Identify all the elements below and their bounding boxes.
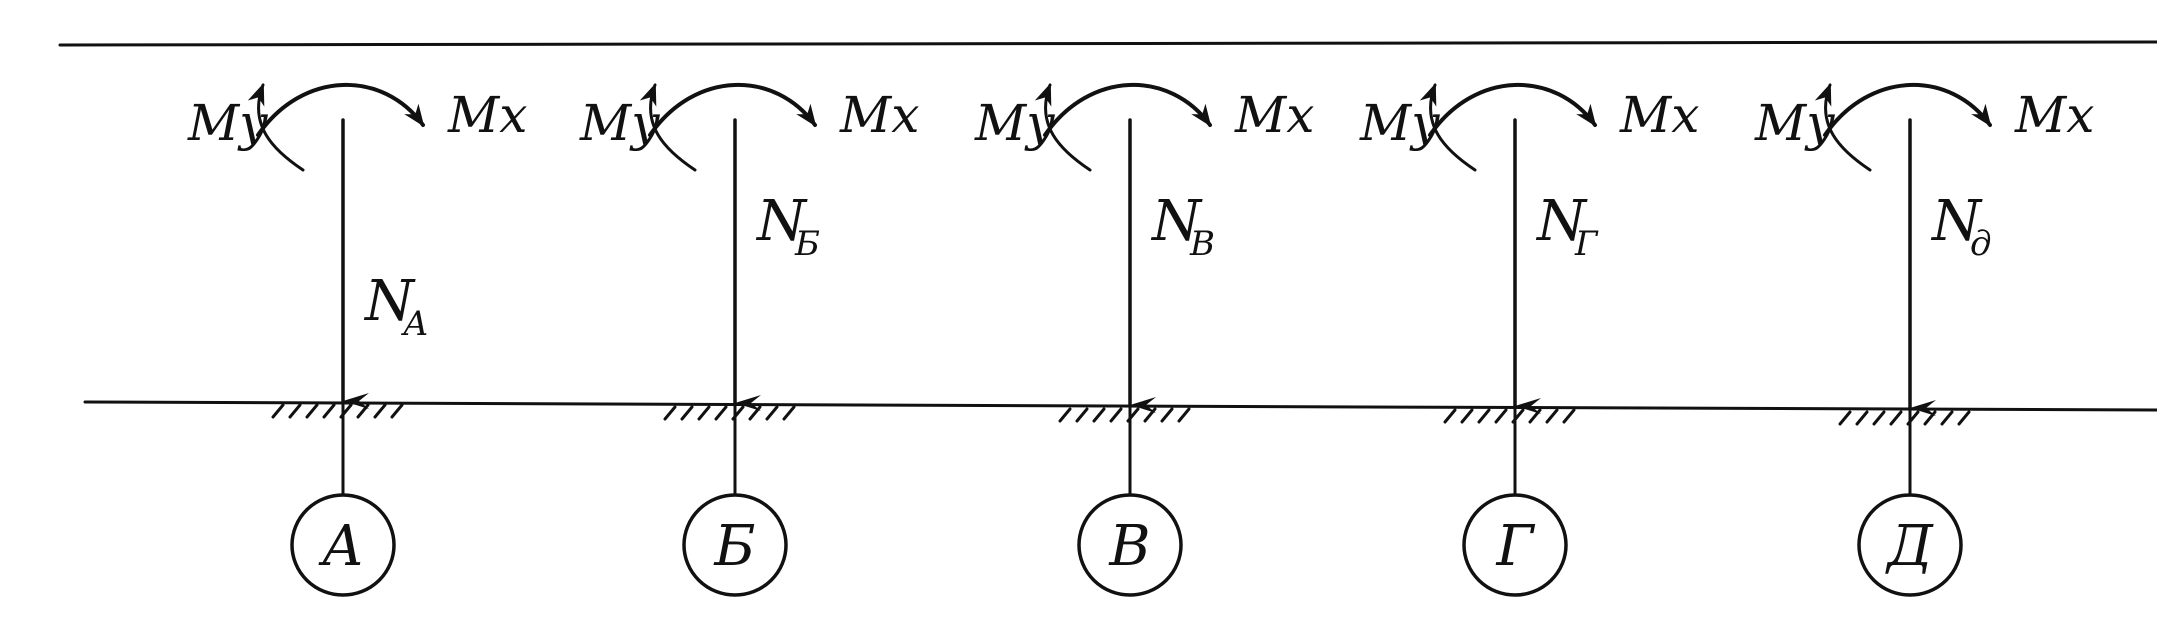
force-subscript: Б bbox=[794, 224, 820, 264]
moment-y-label: My bbox=[1359, 94, 1440, 152]
moment-y-arrow bbox=[1034, 82, 1092, 172]
axis-label: В bbox=[1108, 514, 1150, 579]
axis-circle bbox=[1077, 493, 1183, 597]
moment-x-arrow bbox=[648, 83, 817, 137]
ground-hatching bbox=[1443, 408, 1576, 424]
moment-x-label: Mx bbox=[839, 86, 919, 144]
force-subscript: А bbox=[401, 304, 429, 344]
moment-x-arrow bbox=[256, 83, 425, 137]
moment-y-arrow bbox=[1419, 82, 1477, 172]
moment-y-arrow bbox=[1814, 82, 1872, 172]
ground-hatching bbox=[271, 403, 404, 419]
axis-circle bbox=[290, 493, 396, 597]
force-label: N bbox=[755, 189, 808, 254]
moment-x-arrow bbox=[1043, 83, 1212, 137]
ground-hatching bbox=[663, 405, 796, 421]
moment-x-label: Mx bbox=[1619, 86, 1699, 144]
axis-circle bbox=[682, 493, 788, 597]
axis-label: Б bbox=[713, 514, 755, 579]
ground-hatching bbox=[1058, 407, 1191, 423]
ground-hatching bbox=[1838, 410, 1971, 426]
moment-y-arrow bbox=[639, 82, 697, 172]
force-label: N bbox=[1535, 189, 1588, 254]
force-subscript: В bbox=[1189, 224, 1215, 264]
axis-label: А bbox=[318, 514, 364, 579]
moment-x-arrow bbox=[1428, 83, 1597, 137]
moment-y-label: My bbox=[1754, 94, 1835, 152]
force-subscript: д bbox=[1970, 224, 1992, 264]
force-subscript: Г bbox=[1574, 224, 1599, 264]
moment-x-label: Mx bbox=[2014, 86, 2094, 144]
moment-y-arrow bbox=[247, 82, 305, 172]
axis-label: Г bbox=[1495, 514, 1535, 579]
top-boundary-line bbox=[58, 40, 2157, 47]
moment-y-label: My bbox=[187, 94, 268, 152]
moment-y-label: My bbox=[974, 94, 1055, 152]
moment-x-arrow bbox=[1823, 83, 1992, 137]
force-label: N bbox=[1930, 189, 1983, 254]
force-label: N bbox=[1150, 189, 1203, 254]
moment-x-label: Mx bbox=[1234, 86, 1314, 144]
axis-circle bbox=[1857, 493, 1963, 597]
axis-circle bbox=[1462, 493, 1568, 597]
axis-label: Д bbox=[1884, 514, 1934, 579]
moment-x-label: Mx bbox=[447, 86, 527, 144]
force-label: N bbox=[363, 269, 416, 334]
ground-line bbox=[83, 400, 2157, 412]
moment-y-label: My bbox=[579, 94, 660, 152]
